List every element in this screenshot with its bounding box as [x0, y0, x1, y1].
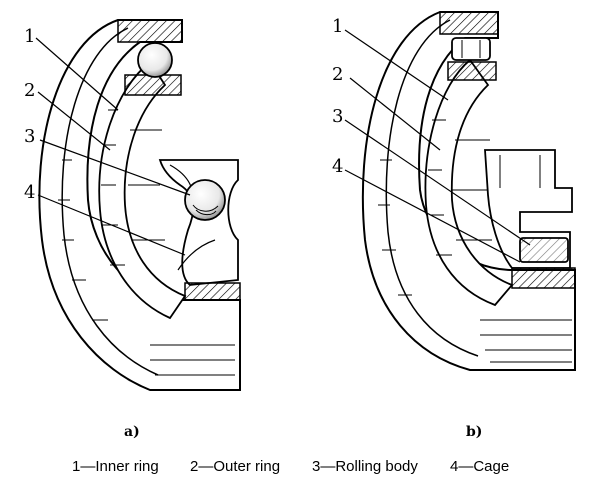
callout-a-1: 1 — [24, 26, 35, 47]
figure-a-shading — [58, 109, 235, 376]
figure-a-callouts: 1 2 3 4 — [24, 26, 35, 203]
figure-a-front-outer-section — [184, 282, 241, 301]
callout-b-3: 3 — [332, 106, 343, 127]
figure-a-cage — [158, 159, 239, 286]
legend: 1—Inner ring 2—Outer ring 3—Rolling body… — [0, 458, 600, 480]
figure-a-front-ball — [184, 179, 226, 221]
legend-item-outer-ring: 2—Outer ring — [190, 458, 281, 475]
callout-a-4: 4 — [24, 182, 35, 203]
callout-a-3: 3 — [24, 126, 35, 147]
subfigure-label-a: a) — [124, 424, 140, 440]
figure-b-shading — [378, 119, 572, 363]
figure-b-leaders — [344, 29, 531, 263]
figure-b-callouts: 1 2 3 4 — [332, 16, 343, 177]
callout-b-2: 2 — [332, 64, 343, 85]
figure-a-leaders — [35, 37, 191, 256]
figure-a-ball-bearing — [38, 19, 241, 391]
figure-b-front-outer-section — [511, 267, 576, 289]
figure-b-outer-ring-band — [385, 19, 479, 357]
figure-b-top-inner-section — [447, 61, 497, 81]
figure-b-top-roller — [451, 37, 491, 61]
subfigure-label-b: b) — [466, 424, 482, 440]
legend-item-inner-ring: 1—Inner ring — [72, 458, 159, 475]
callout-b-4: 4 — [332, 156, 343, 177]
figure-b-inner-ring — [424, 58, 514, 307]
figure-a-top-inner-section — [124, 74, 182, 96]
legend-item-cage: 4—Cage — [450, 458, 510, 475]
figure-a-top-outer-section — [117, 19, 183, 43]
figure-a-top-ball — [137, 42, 173, 78]
figure-b-top-outer-section — [439, 11, 499, 35]
callout-a-2: 2 — [24, 80, 35, 101]
legend-item-rolling-body: 3—Rolling body — [312, 458, 418, 475]
figure-a-inner-ring — [98, 60, 187, 320]
figure-b-roller-bearing — [361, 11, 576, 371]
callout-b-1: 1 — [332, 16, 343, 37]
figure-a-outer-ring — [38, 19, 241, 391]
figure-a-outer-ring-band — [61, 27, 159, 376]
